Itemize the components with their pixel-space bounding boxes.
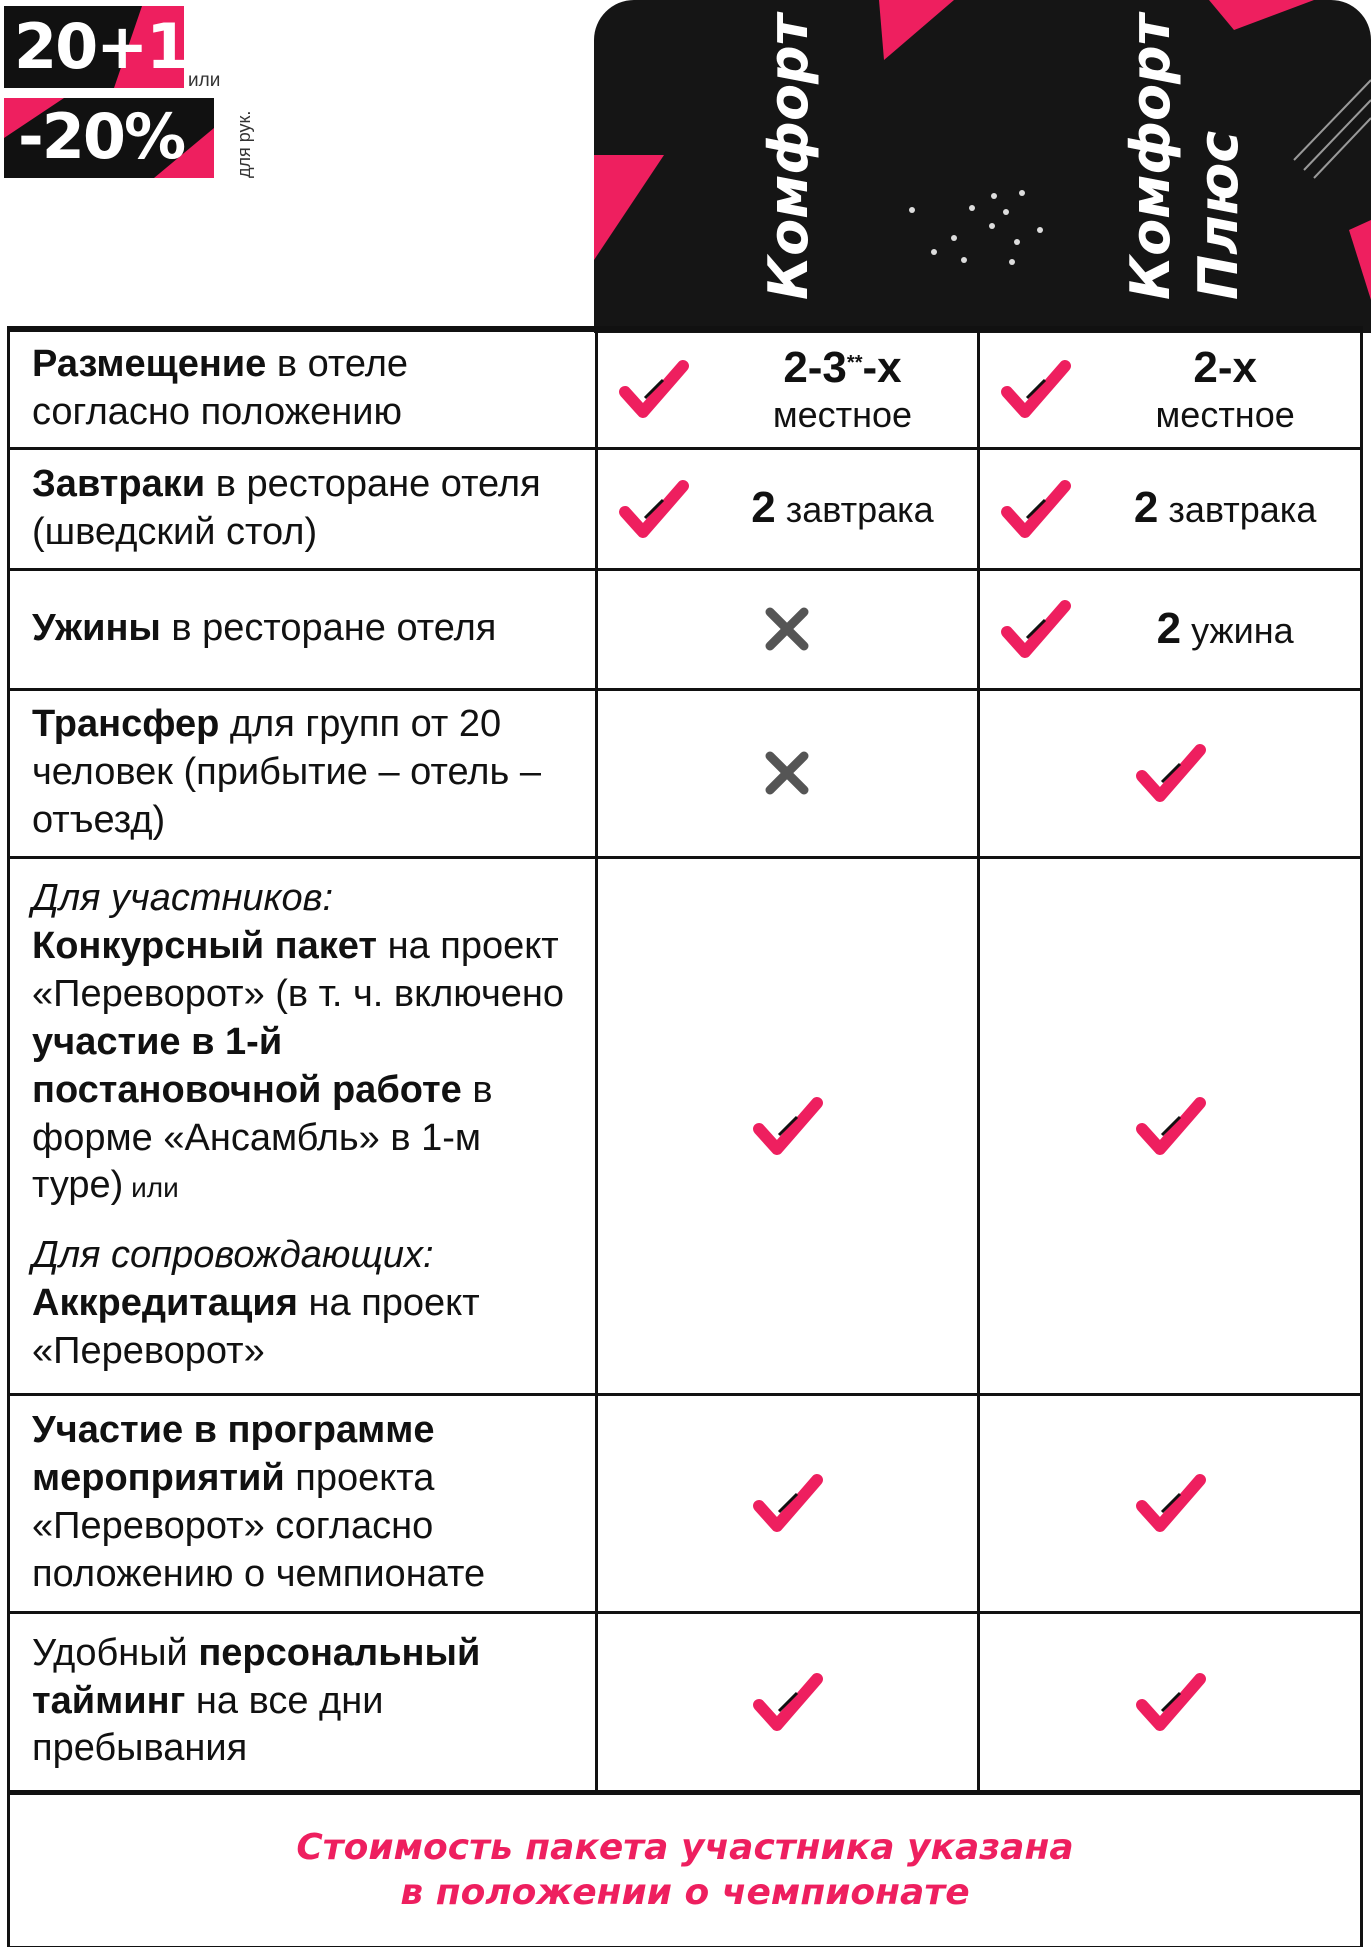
check-icon [753, 1672, 824, 1731]
row-label: Размещение в отеле согласно положению [7, 326, 598, 450]
cell-comfort [594, 855, 981, 1396]
table-row: Размещение в отеле согласно положению 2-… [7, 326, 1363, 450]
table-row: Ужины в ресторане отеля 2 ужина [7, 567, 1363, 691]
row-label: Ужины в ресторане отеля [7, 567, 598, 691]
cell-comfort [594, 567, 981, 691]
table-row: Удобный персональный тайминг на все дни … [7, 1610, 1363, 1794]
cell-plus [977, 687, 1363, 859]
plus-dinners: 2 ужина [1156, 603, 1294, 653]
comparison-table: Размещение в отеле согласно положению 2-… [7, 326, 1363, 1947]
cross-icon [765, 607, 809, 651]
cell-comfort [594, 1392, 981, 1614]
promo-box-bottom: -20% [4, 98, 214, 178]
header-title-comfort: Комфорт [757, 13, 820, 300]
cell-plus: 2 ужина [977, 567, 1363, 691]
cell-plus: 2 завтрака [977, 446, 1363, 571]
cell-comfort [594, 1610, 981, 1794]
promo-or-word: или [188, 70, 221, 91]
companions-block: Для сопровождающих: Аккредитация на прое… [32, 1234, 480, 1372]
cell-plus [977, 1392, 1363, 1614]
check-icon [753, 1474, 824, 1532]
table-row: Завтраки в ресторане отеля (шведский сто… [7, 446, 1363, 571]
check-icon [1001, 600, 1072, 658]
promo-line1: 20+1 [14, 10, 184, 83]
header-title-plus-a: Комфорт [1119, 13, 1182, 300]
header-band: Комфорт Комфорт Плюс [594, 0, 1371, 333]
row-label: Для участников: Конкурсный пакет на прое… [7, 855, 598, 1396]
check-icon [1136, 744, 1207, 802]
check-icon [1001, 479, 1072, 538]
cross-icon [765, 751, 809, 795]
table-row: Участие в программе мероприятий проекта … [7, 1392, 1363, 1614]
check-icon [753, 1096, 824, 1155]
cell-plus [977, 1610, 1363, 1794]
promo-note: для рук. [234, 110, 254, 178]
check-icon [618, 479, 689, 538]
row-label: Удобный персональный тайминг на все дни … [7, 1610, 598, 1794]
check-icon [1001, 360, 1072, 419]
check-icon [618, 360, 689, 419]
table-row: Трансфер для групп от 20 человек (прибыт… [7, 687, 1363, 859]
header-title-plus-b: Плюс [1187, 130, 1250, 300]
plus-breakfasts: 2 завтрака [1133, 483, 1317, 533]
cell-comfort [594, 687, 981, 859]
comfort-breakfasts: 2 завтрака [751, 483, 934, 533]
participants-block: Для участников: Конкурсный пакет на прое… [32, 877, 565, 1207]
cell-comfort: 2 завтрака [594, 446, 981, 571]
cell-plus [977, 855, 1363, 1396]
check-icon [1136, 1672, 1207, 1731]
row-label: Завтраки в ресторане отеля (шведский сто… [7, 446, 598, 571]
check-icon [1136, 1474, 1207, 1532]
promo-star: * [216, 96, 222, 112]
check-icon [1136, 1096, 1207, 1155]
row-label: Трансфер для групп от 20 человек (прибыт… [7, 687, 598, 859]
table-row: Для участников: Конкурсный пакет на прое… [7, 855, 1363, 1396]
promo-line2: -20% [18, 100, 186, 173]
promo-box-top: 20+1 [4, 6, 184, 88]
header-decoration [594, 0, 1371, 300]
promo-badge: 20+1 или -20% * для рук. [2, 0, 272, 190]
row-label: Участие в программе мероприятий проекта … [7, 1392, 598, 1614]
